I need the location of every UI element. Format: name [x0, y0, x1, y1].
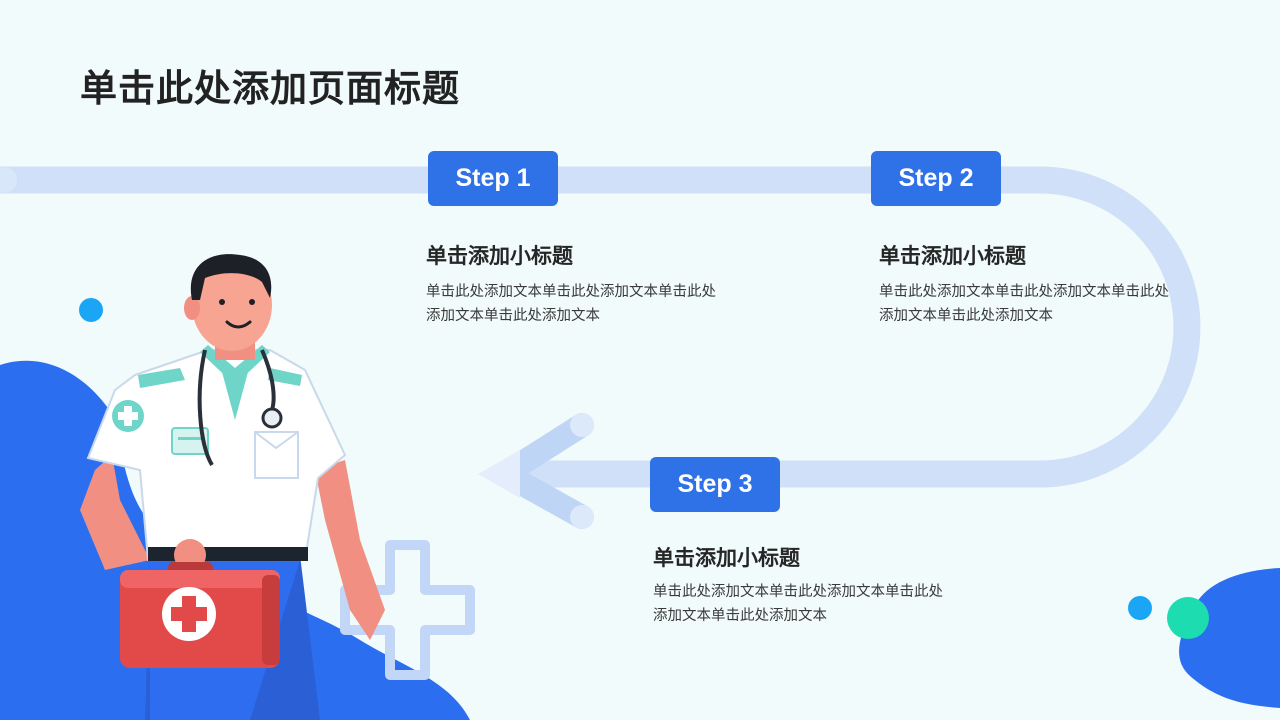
step-2-badge: Step 2 [871, 151, 1001, 206]
arrow-cap-top [570, 413, 594, 437]
process-path [0, 166, 1201, 488]
step-1-badge: Step 1 [428, 151, 558, 206]
arrow-tip [478, 450, 520, 498]
step-3-badge: Step 3 [650, 457, 780, 512]
step-2-text: 单击此处添加文本单击此处添加文本单击此处添加文本单击此处添加文本 [879, 284, 1169, 324]
page-title: 单击此处添加页面标题 [80, 67, 460, 110]
dot-blue-left [79, 298, 103, 322]
dot-teal-right [1167, 597, 1209, 639]
arrow-cap-bottom [570, 505, 594, 529]
right-blob [1179, 568, 1280, 708]
step-1-title: 单击添加小标题 [426, 244, 573, 268]
dot-blue-right [1128, 596, 1152, 620]
doctor-with-first-aid-kit [80, 254, 385, 720]
step-3-title: 单击添加小标题 [653, 546, 800, 570]
step-3-text: 单击此处添加文本单击此处添加文本单击此处添加文本单击此处添加文本 [653, 584, 943, 624]
step-1-text: 单击此处添加文本单击此处添加文本单击此处添加文本单击此处添加文本 [426, 284, 716, 324]
step-2-title: 单击添加小标题 [879, 244, 1026, 268]
path-start-cap [0, 167, 17, 193]
